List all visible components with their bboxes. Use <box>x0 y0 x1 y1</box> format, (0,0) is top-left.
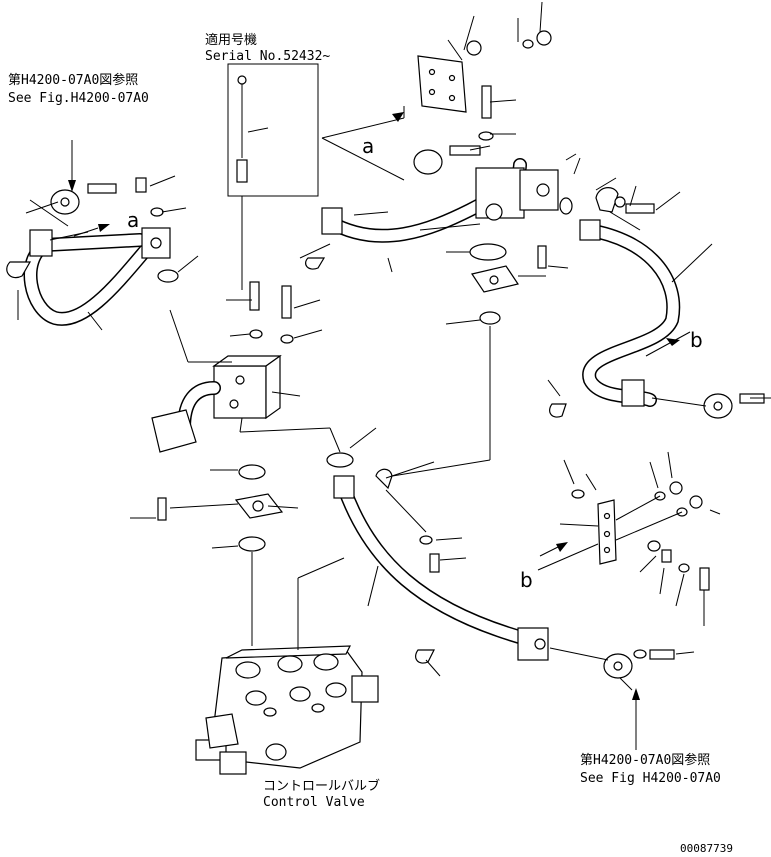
view-marker-a-top: a <box>362 134 375 158</box>
serial-note-jp: 適用号機 <box>205 33 258 48</box>
flange-block-right <box>379 243 569 479</box>
drawing-number: 00087739 <box>680 842 733 855</box>
hose-top-center <box>299 1 577 273</box>
control-valve <box>195 552 379 775</box>
view-marker-a-left: a <box>127 208 140 232</box>
serial-inset-box <box>227 63 319 290</box>
serial-note-en: Serial No.52432~ <box>205 49 331 64</box>
control-valve-label-jp: コントロールバルブ <box>263 779 381 794</box>
hose-lower <box>333 461 695 691</box>
control-valve-label-en: Control Valve <box>263 795 365 810</box>
ref-bottom-right-en: See Fig H4200-07A0 <box>580 771 721 786</box>
bracket-lower-right <box>537 451 721 626</box>
view-marker-b-lower: b <box>520 568 533 592</box>
ref-top-left-jp: 第H4200-07A0図参照 <box>8 73 139 88</box>
ref-top-left-en: See Fig.H4200-07A0 <box>8 91 149 106</box>
ref-bottom-right-jp: 第H4200-07A0図参照 <box>580 753 711 768</box>
view-marker-b-right: b <box>690 328 703 352</box>
hose-top-left <box>6 175 199 331</box>
junction-block <box>130 281 377 552</box>
reference-arrows <box>68 112 691 750</box>
hose-top-right <box>547 157 771 419</box>
